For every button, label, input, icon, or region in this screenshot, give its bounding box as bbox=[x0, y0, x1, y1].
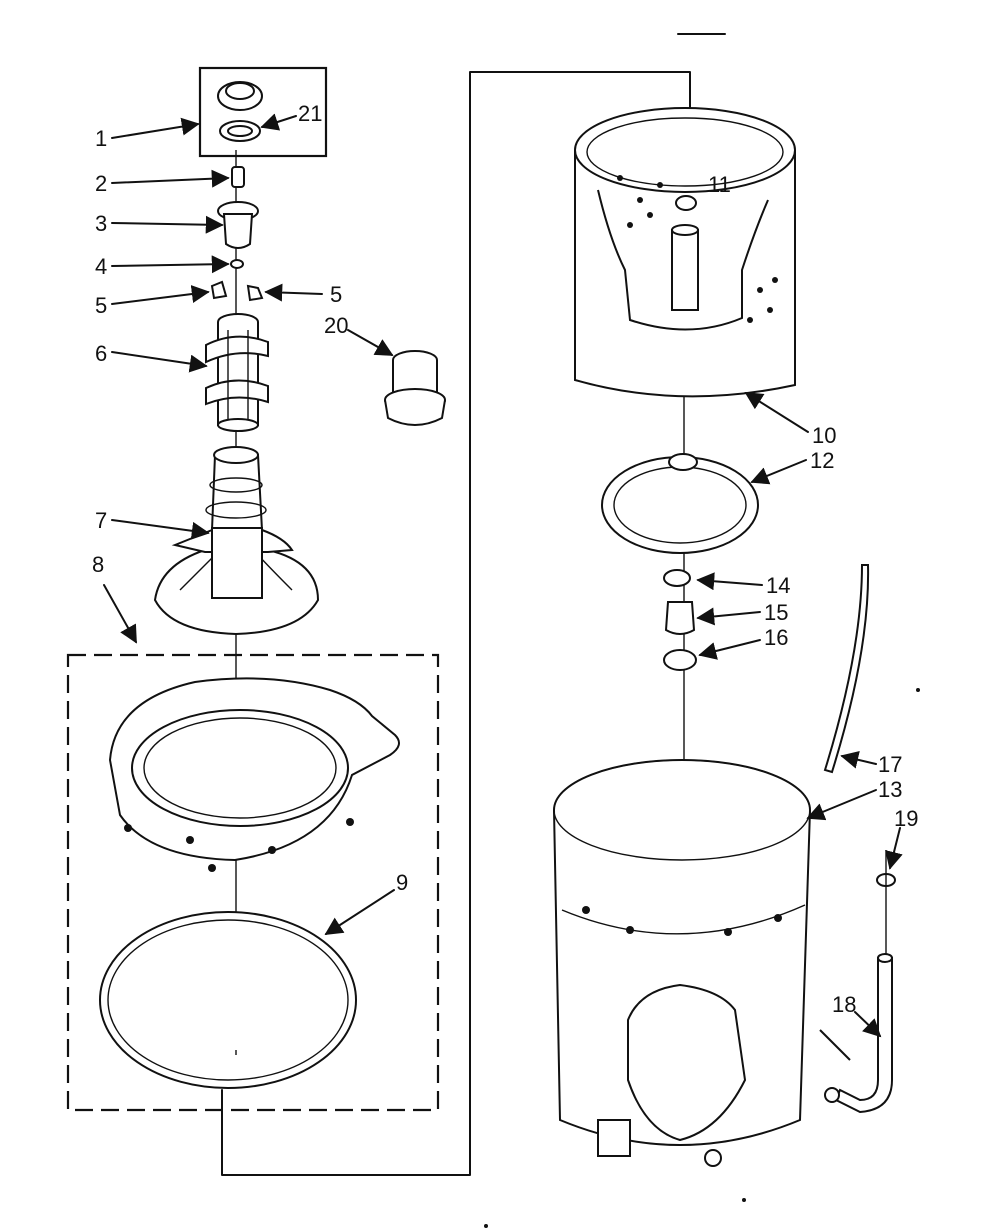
part-7 bbox=[153, 446, 320, 636]
part-6 bbox=[205, 313, 269, 432]
label-17: 17 bbox=[878, 752, 902, 777]
label-10: 10 bbox=[812, 423, 836, 448]
leader-1 bbox=[111, 117, 200, 139]
leader-5a bbox=[111, 285, 210, 305]
part-8-group-box bbox=[66, 653, 440, 1112]
label-6: 6 bbox=[95, 341, 107, 366]
part-1-cap bbox=[217, 81, 263, 142]
label-11: 11 bbox=[708, 172, 731, 197]
leader-15 bbox=[696, 607, 761, 626]
part-11 bbox=[675, 195, 697, 211]
part-8-top-ring bbox=[108, 677, 400, 872]
label-5-right: 5 bbox=[330, 282, 342, 307]
label-15: 15 bbox=[764, 600, 788, 625]
leader-20 bbox=[347, 329, 394, 356]
label-4: 4 bbox=[95, 254, 107, 279]
label-1: 1 bbox=[95, 126, 107, 151]
connector-line bbox=[221, 71, 691, 1176]
part-4 bbox=[230, 259, 244, 269]
leader-13 bbox=[806, 789, 877, 821]
label-19: 19 bbox=[894, 806, 918, 831]
part-10-basket bbox=[574, 107, 796, 398]
leader-18 bbox=[854, 1011, 882, 1038]
part-14 bbox=[663, 569, 691, 587]
stray-dot-2 bbox=[484, 1224, 488, 1228]
leader-3 bbox=[111, 215, 224, 234]
leader-19 bbox=[885, 827, 903, 870]
label-9: 9 bbox=[396, 870, 408, 895]
label-2: 2 bbox=[95, 171, 107, 196]
leader-2 bbox=[111, 169, 230, 188]
part-1-group-box bbox=[198, 66, 328, 158]
label-3: 3 bbox=[95, 211, 107, 236]
part-12 bbox=[601, 453, 759, 554]
leader-8 bbox=[103, 584, 137, 644]
part-5-right bbox=[246, 284, 264, 302]
part-17-hose bbox=[823, 564, 870, 774]
leader-12 bbox=[750, 459, 807, 485]
label-12: 12 bbox=[810, 448, 834, 473]
part-5-left bbox=[210, 280, 228, 300]
leader-21 bbox=[260, 113, 297, 131]
label-21: 21 bbox=[298, 101, 322, 126]
part-20 bbox=[384, 350, 446, 426]
label-20: 20 bbox=[324, 313, 348, 338]
part-16 bbox=[663, 649, 697, 671]
stray-dot-1 bbox=[916, 688, 920, 692]
part-15 bbox=[664, 601, 696, 635]
label-5-left: 5 bbox=[95, 293, 107, 318]
part-3 bbox=[217, 201, 259, 249]
label-7: 7 bbox=[95, 508, 107, 533]
leader-17 bbox=[840, 750, 877, 769]
leader-4 bbox=[111, 255, 230, 274]
stray-dot-3 bbox=[742, 1198, 746, 1202]
label-8: 8 bbox=[92, 552, 104, 577]
leader-7 bbox=[111, 519, 210, 540]
leader-6 bbox=[111, 351, 208, 373]
label-13: 13 bbox=[878, 777, 902, 802]
leader-16 bbox=[698, 639, 761, 660]
part-13-tub bbox=[553, 759, 851, 1167]
leader-5b bbox=[264, 283, 323, 302]
leader-14 bbox=[696, 572, 763, 591]
leader-10 bbox=[744, 392, 809, 433]
part-9-seal-ring bbox=[99, 911, 357, 1089]
part-18-tube bbox=[824, 953, 893, 1114]
label-14: 14 bbox=[766, 573, 790, 598]
label-16: 16 bbox=[764, 625, 788, 650]
leader-9 bbox=[324, 889, 395, 935]
part-2 bbox=[231, 166, 245, 188]
label-18: 18 bbox=[832, 992, 856, 1017]
